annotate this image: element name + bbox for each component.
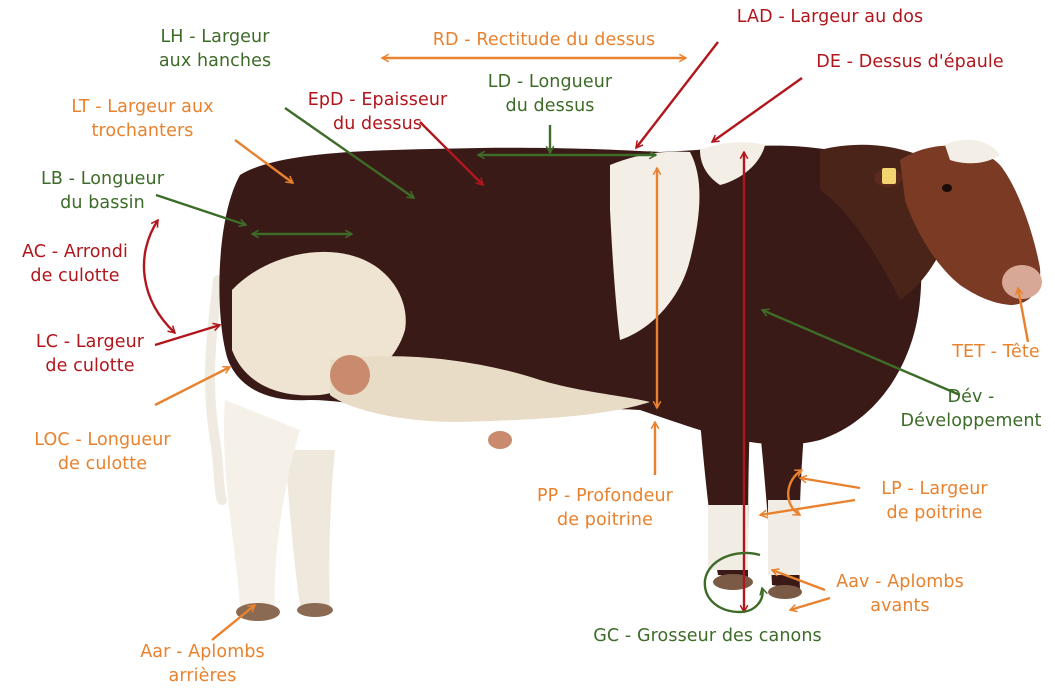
rear-hoof-near — [236, 603, 280, 621]
label-ld: LD - Longueur du dessus — [470, 70, 630, 118]
rear-leg-near — [224, 400, 300, 612]
label-aav-line1: Aav - Aplombs — [820, 570, 980, 594]
rear-leg-far — [285, 450, 335, 610]
label-lad: LAD - Largeur au dos — [710, 5, 950, 29]
label-loc-line1: LOC - Longueur — [20, 428, 185, 452]
label-lh-line2: aux hanches — [130, 49, 300, 73]
bull-muzzle — [1002, 265, 1042, 299]
label-epd-line2: du dessus — [295, 112, 460, 136]
label-ac: AC - Arrondi de culotte — [0, 240, 150, 288]
label-epd: EpD - Epaisseur du dessus — [295, 88, 460, 136]
label-lc-line1: LC - Largeur — [20, 330, 160, 354]
label-ac-line1: AC - Arrondi — [0, 240, 150, 264]
label-lb: LB - Longueur du bassin — [25, 167, 180, 215]
label-de-line1: DE - Dessus d'épaule — [790, 50, 1030, 74]
label-pp: PP - Profondeur de poitrine — [520, 484, 690, 532]
label-aar-line1: Aar - Aplombs — [115, 640, 290, 664]
aar-arrow — [212, 605, 255, 640]
label-pp-line1: PP - Profondeur — [520, 484, 690, 508]
label-gc-line1: GC - Grosseur des canons — [565, 624, 850, 648]
de-arrow — [712, 78, 802, 142]
label-lp-line2: de poitrine — [862, 501, 1007, 525]
label-lb-line2: du bassin — [25, 191, 180, 215]
label-ld-line1: LD - Longueur — [470, 70, 630, 94]
label-tet-line1: TET - Tête — [940, 340, 1052, 364]
loc-arrow — [155, 367, 230, 405]
label-tet: TET - Tête — [940, 340, 1052, 364]
bull-eye — [942, 184, 952, 192]
label-de: DE - Dessus d'épaule — [790, 50, 1030, 74]
label-ac-line2: de culotte — [0, 264, 150, 288]
front-hoof-far — [768, 585, 802, 599]
label-epd-line1: EpD - Epaisseur — [295, 88, 460, 112]
label-dev-line2: Développement — [890, 409, 1052, 433]
label-lh: LH - Largeur aux hanches — [130, 25, 300, 73]
label-lad-line1: LAD - Largeur au dos — [710, 5, 950, 29]
label-aav-line2: avants — [820, 594, 980, 618]
front-leg-white-1 — [708, 505, 748, 570]
label-pp-line2: de poitrine — [520, 508, 690, 532]
tail — [210, 280, 222, 500]
label-loc-line2: de culotte — [20, 452, 185, 476]
label-aav: Aav - Aplombs avants — [820, 570, 980, 618]
label-lt-line1: LT - Largeur aux — [50, 95, 235, 119]
ear-tag — [882, 168, 896, 184]
bull-sheath — [488, 431, 512, 449]
label-lc: LC - Largeur de culotte — [20, 330, 160, 378]
rear-hoof-far — [297, 603, 333, 617]
bull-scrotum — [330, 355, 370, 395]
label-loc: LOC - Longueur de culotte — [20, 428, 185, 476]
label-lt-line2: trochanters — [50, 119, 235, 143]
label-lp: LP - Largeur de poitrine — [862, 477, 1007, 525]
label-lp-line1: LP - Largeur — [862, 477, 1007, 501]
front-hoof-near — [713, 574, 753, 590]
label-lb-line1: LB - Longueur — [25, 167, 180, 191]
label-rd: RD - Rectitude du dessus — [404, 28, 684, 52]
label-dev: Dév - Développement — [890, 385, 1052, 433]
lp-arrow — [800, 478, 860, 488]
label-aar: Aar - Aplombs arrières — [115, 640, 290, 688]
label-lt: LT - Largeur aux trochanters — [50, 95, 235, 143]
label-dev-line1: Dév - — [890, 385, 1052, 409]
label-lc-line2: de culotte — [20, 354, 160, 378]
label-lh-line1: LH - Largeur — [130, 25, 300, 49]
label-rd-line1: RD - Rectitude du dessus — [404, 28, 684, 52]
bull-illustration — [210, 140, 1042, 621]
label-gc: GC - Grosseur des canons — [565, 624, 850, 648]
label-aar-line2: arrières — [115, 664, 290, 688]
label-ld-line2: du dessus — [470, 94, 630, 118]
